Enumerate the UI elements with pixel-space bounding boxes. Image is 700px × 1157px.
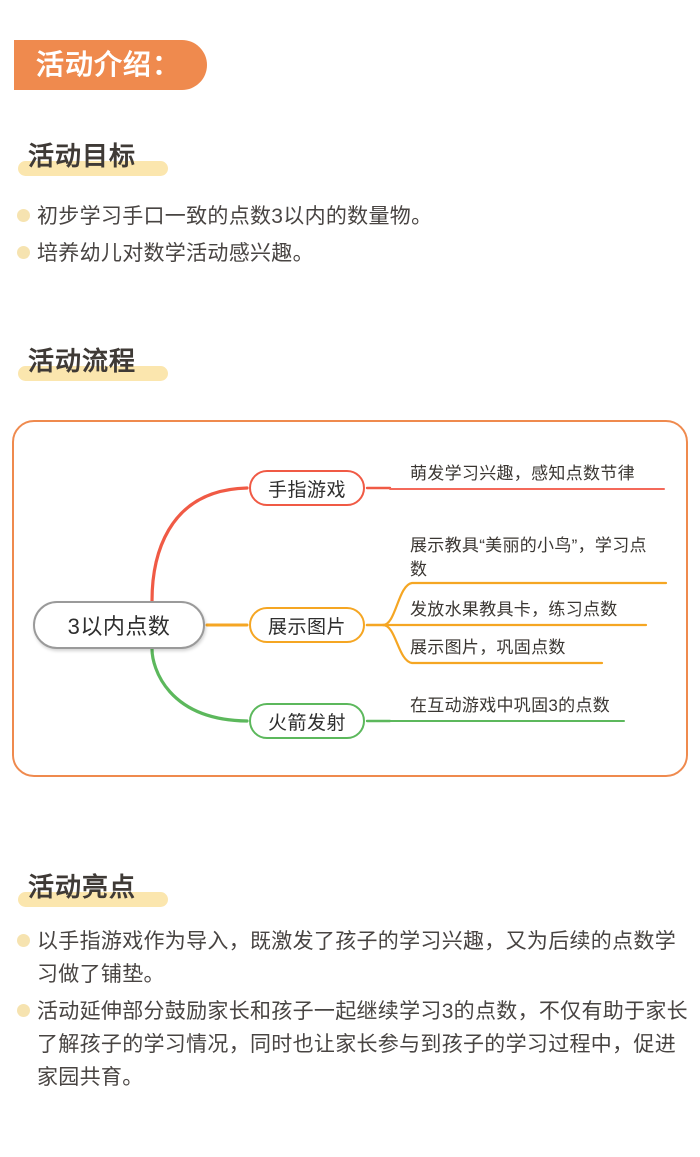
page-title-text: 活动介绍： <box>36 49 182 80</box>
list-item-text: 培养幼儿对数学活动感兴趣。 <box>37 242 314 265</box>
mindmap-leaf-show-picture-1: 展示教具“美丽的小鸟”，学习点数 <box>410 536 647 579</box>
mindmap-leaf-finger-game-1: 萌发学习兴趣，感知点数节律 <box>410 464 635 483</box>
connector-rocket-launch <box>150 647 249 723</box>
mindmap-branch-node-finger-game-label: 手指游戏 <box>267 479 346 501</box>
bullet-dot-icon <box>17 209 30 222</box>
leaf-underline-show-picture-3 <box>381 623 604 665</box>
section-heading-goals-label: 活动目标 <box>28 141 137 171</box>
mindmap-branch-node-show-picture[interactable]: 展示图片 <box>249 607 365 643</box>
section-heading-highlights: 活动亮点 <box>18 867 168 907</box>
mindmap-center-node-label: 3以内点数 <box>67 614 171 639</box>
bullet-dot-icon <box>17 934 30 947</box>
heading-highlight-bar <box>18 161 168 176</box>
mindmap-center-node[interactable]: 3以内点数 <box>33 601 205 649</box>
page-title-tag: 活动介绍： <box>14 40 208 90</box>
mindmap-leaf-rocket-launch-1: 在互动游戏中巩固3的点数 <box>410 696 611 715</box>
bullet-dot-icon <box>17 246 30 259</box>
section-heading-goals: 活动目标 <box>18 136 168 176</box>
bullet-dot-icon <box>17 1004 30 1017</box>
mindmap-branch-node-rocket-launch[interactable]: 火箭发射 <box>249 703 365 739</box>
highlights-bullet-list: 以手指游戏作为导入，既激发了孩子的学习兴趣，又为后续的点数学习做了铺垫。 活动延… <box>17 925 689 1098</box>
mindmap-branch-node-finger-game[interactable]: 手指游戏 <box>249 470 365 506</box>
list-item: 以手指游戏作为导入，既激发了孩子的学习兴趣，又为后续的点数学习做了铺垫。 <box>17 925 689 991</box>
leaf-underline-show-picture-1 <box>381 581 668 627</box>
section-heading-flow: 活动流程 <box>18 341 168 381</box>
list-item-text: 活动延伸部分鼓励家长和孩子一起继续学习3的点数，不仅有助于家长了解孩子的学习情况… <box>37 1000 688 1089</box>
mindmap-branch-node-show-picture-label: 展示图片 <box>267 616 346 638</box>
mindmap-container <box>12 420 688 777</box>
heading-highlight-bar <box>18 366 168 381</box>
list-item: 活动延伸部分鼓励家长和孩子一起继续学习3的点数，不仅有助于家长了解孩子的学习情况… <box>17 995 689 1094</box>
list-item-text: 以手指游戏作为导入，既激发了孩子的学习兴趣，又为后续的点数学习做了铺垫。 <box>37 930 676 986</box>
goals-bullet-list: 初步学习手口一致的点数3以内的数量物。 培养幼儿对数学活动感兴趣。 <box>17 200 677 274</box>
section-heading-highlights-label: 活动亮点 <box>28 872 137 902</box>
connector-finger-game <box>150 486 249 603</box>
list-item: 初步学习手口一致的点数3以内的数量物。 <box>17 200 677 233</box>
mindmap-leaf-show-picture-2: 发放水果教具卡，练习点数 <box>410 600 618 619</box>
section-heading-flow-label: 活动流程 <box>28 346 137 376</box>
mindmap-branch-node-rocket-launch-label: 火箭发射 <box>267 712 346 734</box>
list-item: 培养幼儿对数学活动感兴趣。 <box>17 237 677 270</box>
list-item-text: 初步学习手口一致的点数3以内的数量物。 <box>37 205 433 228</box>
heading-highlight-bar <box>18 892 168 907</box>
mindmap-leaf-show-picture-3: 展示图片，巩固点数 <box>410 638 566 657</box>
